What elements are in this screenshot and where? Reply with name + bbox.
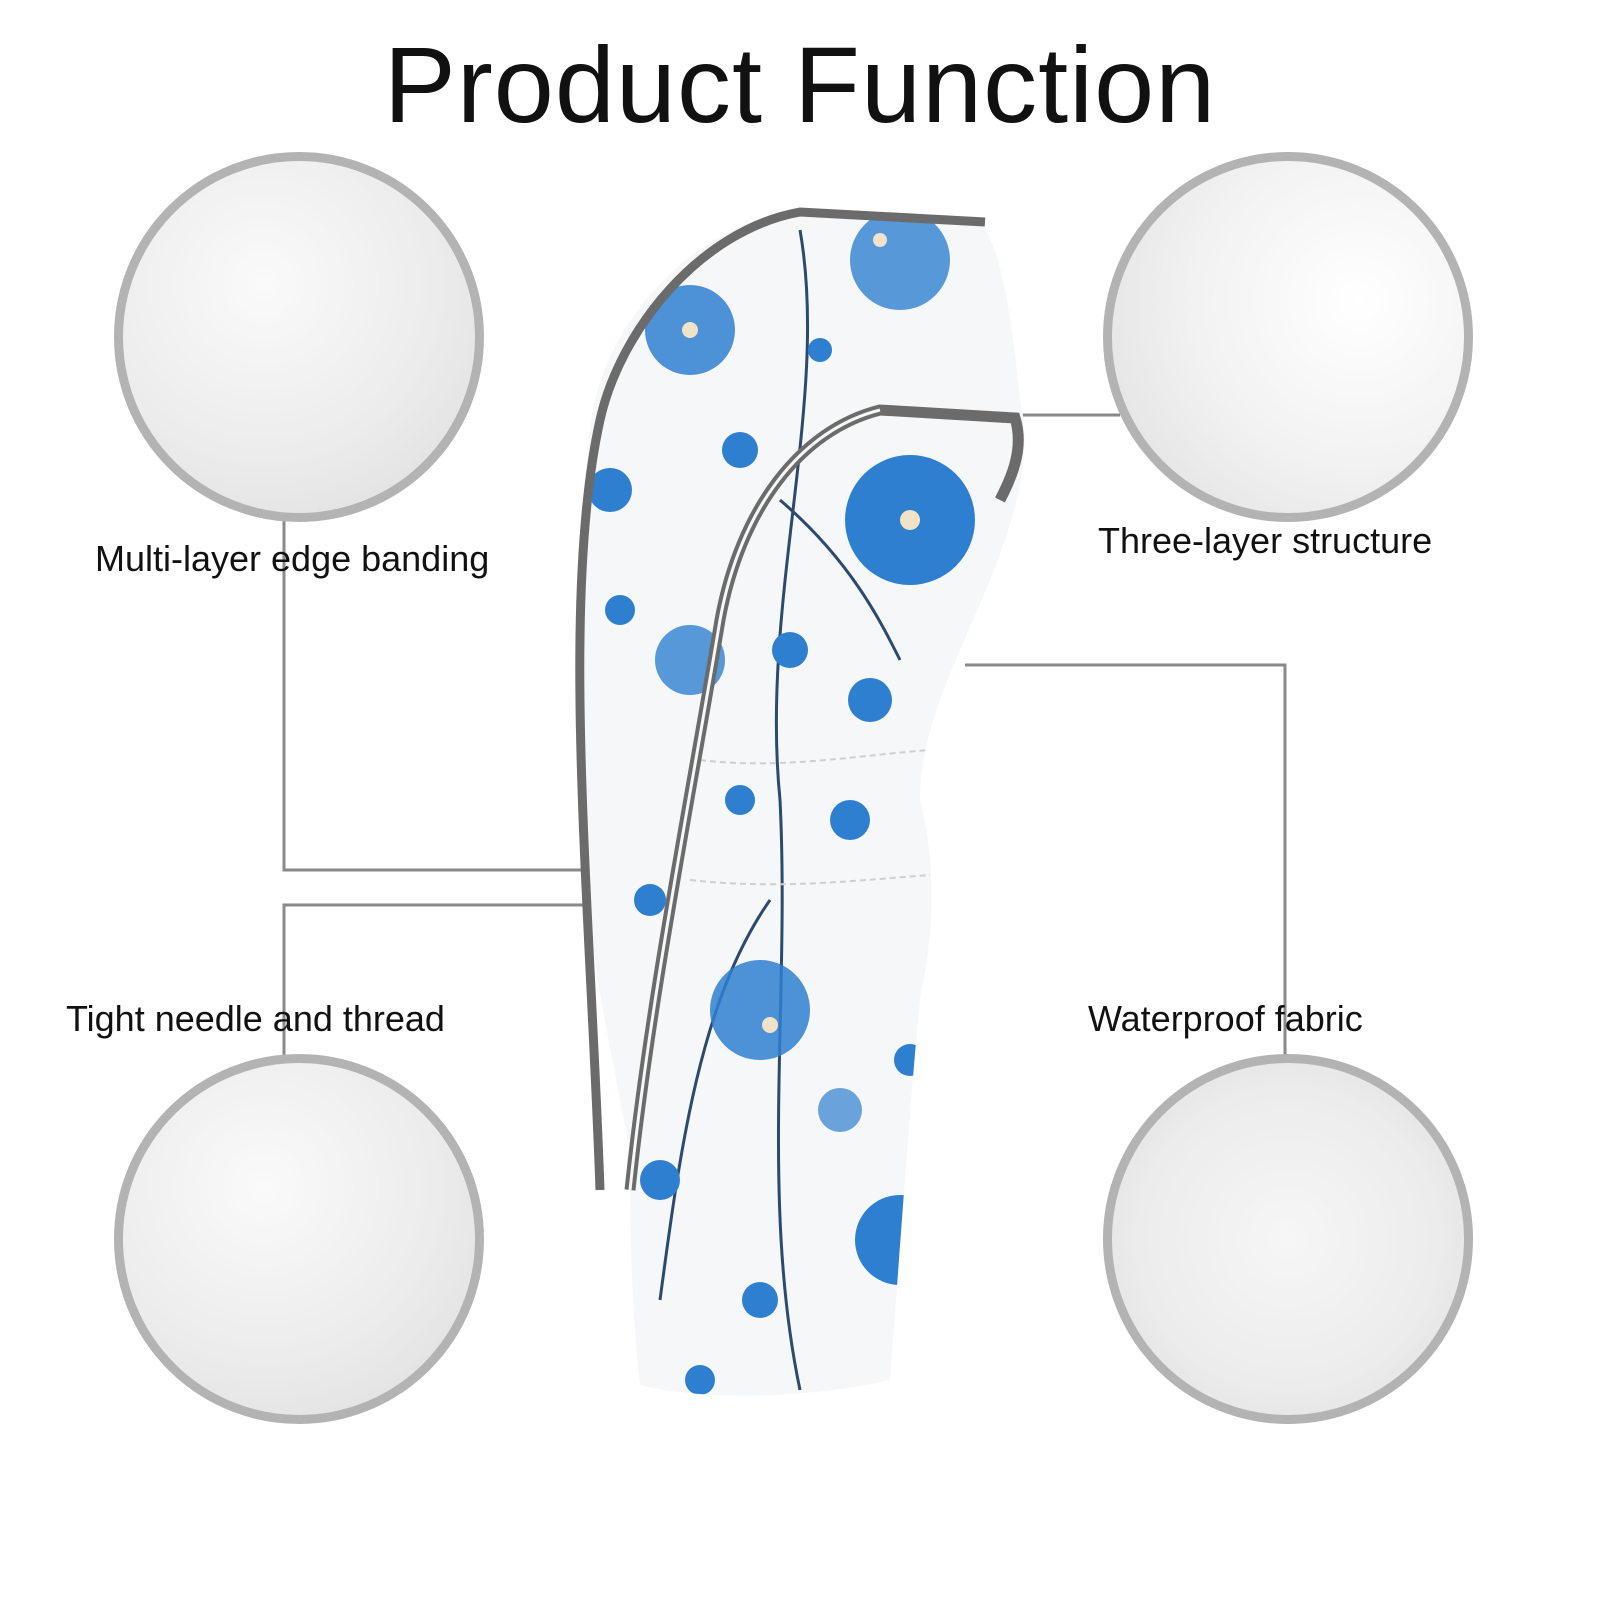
feature-label-edge-banding: Multi-layer edge banding: [95, 538, 490, 579]
callout-line-edge-banding: [282, 515, 592, 872]
water-droplets-closeup-icon: [1103, 1054, 1473, 1424]
feature-label-waterproof: Waterproof fabric: [1088, 998, 1363, 1039]
callout-line-waterproof: [965, 663, 1287, 1055]
feature-label-three-layer: Three-layer structure: [1098, 520, 1433, 561]
outer-trim: [575, 207, 986, 1191]
flower-pattern: [588, 210, 975, 1395]
edge-banding-closeup-icon: [114, 152, 484, 522]
feature-label-stitching: Tight needle and thread: [66, 998, 445, 1039]
page-title: Product Function: [383, 24, 1217, 145]
callout-line-stitching: [282, 903, 592, 1055]
layer-structure-closeup-icon: [1103, 152, 1473, 522]
stitching-closeup-icon: [114, 1054, 484, 1424]
